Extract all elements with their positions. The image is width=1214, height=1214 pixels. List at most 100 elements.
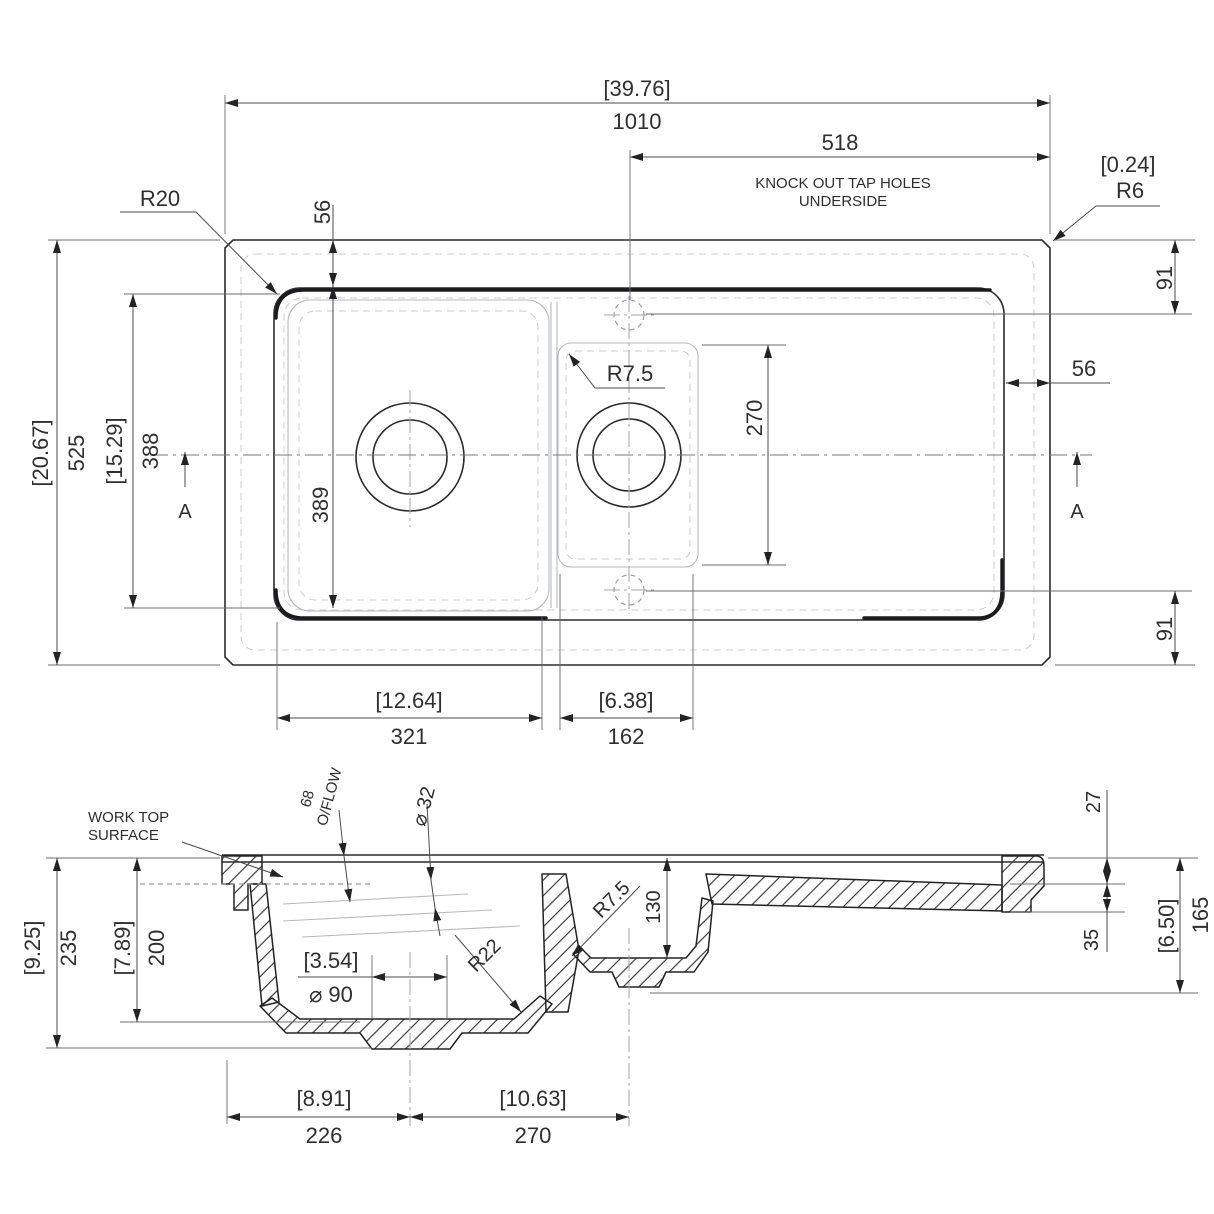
waste-spacing-mm: 270 — [515, 1123, 552, 1148]
dim-section-bowl-depth: [7.89] 200 — [110, 858, 360, 1023]
tap-note-line1: KNOCK OUT TAP HOLES — [755, 175, 931, 192]
section-bowl-depth-mm: 200 — [144, 930, 169, 967]
dim-tap-edge-bottom: 91 — [646, 590, 1195, 666]
section-view: WORK TOP SURFACE 68 O/FLOW ⌀ 32 [9.25] 2… — [20, 765, 1213, 1148]
leader-line — [454, 934, 522, 1013]
dim-tap-edge-top: 91 — [646, 239, 1195, 315]
plan-section-line: A A — [150, 452, 1092, 523]
overall-depth-mm: 525 — [64, 435, 89, 472]
bowl-depth-mm: 388 — [138, 433, 163, 470]
dim-section-overall-depth: [9.25] 235 — [20, 857, 372, 1049]
drainer-thickness-mm: 35 — [1081, 929, 1103, 951]
dim-top-inset: 56 — [310, 200, 337, 286]
waste-diameter-mm: ⌀ 90 — [309, 982, 353, 1007]
right-inset-mm: 56 — [1072, 356, 1096, 381]
dim-main-bowl-width: [12.64] 321 — [276, 616, 543, 749]
dim-waste-spacing: [10.63] 270 — [410, 1086, 629, 1148]
callout-worktop: WORK TOP SURFACE — [88, 809, 372, 885]
bowl-depth-in: [15.29] — [102, 417, 127, 484]
dim-small-bowl-overall: [6.50] 165 — [650, 857, 1213, 994]
tap-note-line2: UNDERSIDE — [799, 193, 887, 210]
worktop-label-line2: SURFACE — [88, 827, 159, 844]
tap-hole-offset-top: 91 — [1152, 266, 1177, 290]
overflow-line — [301, 925, 521, 938]
dim-waste-to-edge: [8.91] 226 — [226, 1060, 410, 1148]
dim-tap-offset: 518 KNOCK OUT TAP HOLES UNDERSIDE — [629, 130, 1050, 300]
depression-top-thick-edge — [274, 288, 992, 320]
section-top-edges — [222, 854, 1044, 863]
leader-line — [568, 353, 665, 389]
section-label-right: A — [1070, 501, 1084, 523]
small-bowl-depth-mm: 130 — [643, 890, 665, 923]
callout-small-bowl-radius: R7.5 — [568, 353, 665, 389]
leader-line — [181, 841, 284, 878]
small-bowl-width-mm: 162 — [608, 724, 645, 749]
top-inset-mm: 56 — [310, 200, 335, 224]
depression-bottom-right-thick-edge — [862, 558, 1004, 620]
small-bowl-length-mm: 270 — [742, 400, 767, 437]
dim-line — [426, 803, 435, 881]
callout-bowl-corner-radius: R20 — [120, 186, 278, 295]
small-bowl-width-in: [6.38] — [598, 688, 653, 713]
dim-overall-width: [39.76] 1010 — [224, 76, 1051, 234]
drainer-drop-mm: 27 — [1083, 791, 1105, 813]
plan-depression — [273, 287, 1005, 621]
sink-outer-edge — [224, 239, 1051, 666]
dim-bowl-inner-depth: 389 — [308, 286, 337, 608]
small-bowl-floor-section — [572, 897, 714, 988]
bowl-corner-radius: R20 — [140, 186, 180, 211]
section-centerlines — [409, 928, 630, 1126]
dim-small-bowl-width: [6.38] 162 — [559, 574, 694, 749]
section-label-left: A — [178, 501, 192, 523]
main-bowl-width-mm: 321 — [391, 724, 428, 749]
plan-tap-holes — [604, 299, 654, 606]
leader-line — [1052, 205, 1160, 242]
small-bowl-overall-in: [6.50] — [1154, 898, 1179, 953]
waste-to-edge-in: [8.91] — [296, 1086, 351, 1111]
small-bowl-corner-radius: R7.5 — [607, 361, 653, 386]
depression-edge — [273, 287, 1005, 621]
dim-line — [338, 809, 347, 857]
overall-depth-in: [20.67] — [28, 419, 53, 486]
depression-bottom-left-thick-edge — [274, 588, 548, 620]
dim-line — [430, 879, 436, 909]
dim-overall-width-in: [39.76] — [603, 76, 670, 101]
depression-inner-gray — [283, 297, 995, 611]
dim-small-bowl-length: 270 — [702, 344, 786, 566]
worktop-label-line1: WORK TOP — [88, 809, 169, 826]
plan-view: A A [39.76] 1010 518 KNOCK OUT TAP HOLES… — [28, 76, 1195, 749]
waste-diameter-in: [3.54] — [303, 948, 358, 973]
corner-radius-in: [0.24] — [1100, 152, 1155, 177]
dim-bowl-depth: [15.29] 388 — [102, 293, 280, 609]
section-depth-in: [9.25] — [20, 920, 45, 975]
overflow-line — [282, 909, 493, 922]
dim-overall-depth: [20.67] 525 — [28, 239, 220, 666]
main-bowl-floor-section — [259, 995, 553, 1050]
dim-drainer-thickness: 35 — [1010, 884, 1125, 952]
section-bowl-depth-in: [7.89] — [110, 920, 135, 975]
dim-line — [343, 855, 353, 903]
overflow-line — [282, 893, 469, 905]
bowl-inner-depth-mm: 389 — [308, 487, 333, 524]
corner-radius-mm: R6 — [1116, 178, 1144, 203]
waste-spacing-in: [10.63] — [499, 1086, 566, 1111]
callout-corner-radius: [0.24] R6 — [1052, 152, 1160, 242]
section-overflow-lines — [282, 893, 521, 938]
dim-tap-offset-mm: 518 — [822, 130, 859, 155]
dim-waste-diameter: [3.54] ⌀ 90 — [298, 948, 448, 1018]
section-material — [221, 855, 1045, 1050]
leader-line — [120, 211, 278, 295]
dim-overall-width-mm: 1010 — [613, 109, 662, 134]
small-bowl-slope — [565, 350, 691, 560]
plan-sink-outline — [224, 239, 1051, 666]
leader-line — [571, 885, 641, 957]
dim-right-inset: 56 — [1006, 356, 1110, 387]
small-bowl-overall-mm: 165 — [1188, 897, 1213, 934]
divider-section — [541, 873, 580, 1013]
dim-line — [433, 907, 442, 937]
waste-to-edge-mm: 226 — [306, 1123, 343, 1148]
section-depth-mm: 235 — [56, 930, 81, 967]
